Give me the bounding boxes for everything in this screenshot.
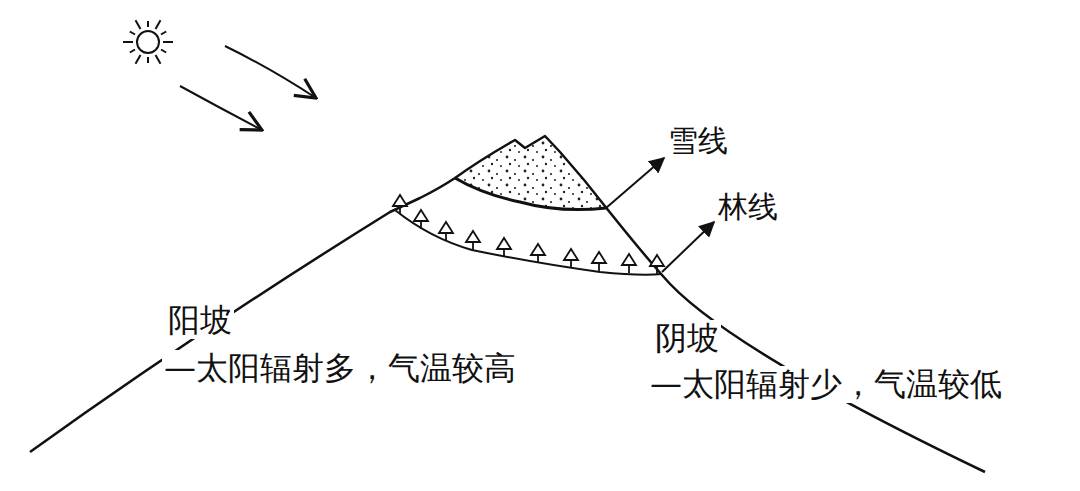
sun-ray [136,55,141,64]
sun-ray [136,20,141,29]
tree [622,254,636,273]
tree [497,238,511,257]
snow-line-label: 雪线 [666,124,730,159]
sun-ray [163,41,173,43]
sun-ray [156,55,161,64]
tree [592,252,606,271]
tree [564,249,578,268]
sun-ray [156,20,161,29]
tree-line [395,210,662,275]
sunny-slope-note: —太阳辐射多，气温较高 [162,350,518,387]
leader-arrow [606,158,664,208]
shady-slope-label: 阴坡 [653,320,721,357]
sun [123,20,173,63]
sunlight-arrow [180,86,262,130]
tree [531,244,545,263]
snow-cap [455,136,606,210]
shady-slope-note: —太阳辐射少，气温较低 [648,366,1004,403]
trees [393,195,664,274]
tree [414,210,428,229]
sunlight-arrow [225,46,316,98]
sunny-slope-label: 阳坡 [166,302,234,339]
tree [439,222,453,241]
sun-ray [147,57,149,63]
sun-ray [123,41,133,43]
leader-arrow [662,222,714,272]
tree-line-label: 林线 [716,190,780,225]
tree [393,195,407,214]
tree [466,231,480,250]
sun-ray [147,21,149,27]
sun-ray [130,50,135,53]
sun-ray [130,32,135,35]
sun-ray [161,50,166,53]
sun-ray [161,32,166,35]
snow-line [455,178,606,210]
mountain-outline [30,136,985,472]
